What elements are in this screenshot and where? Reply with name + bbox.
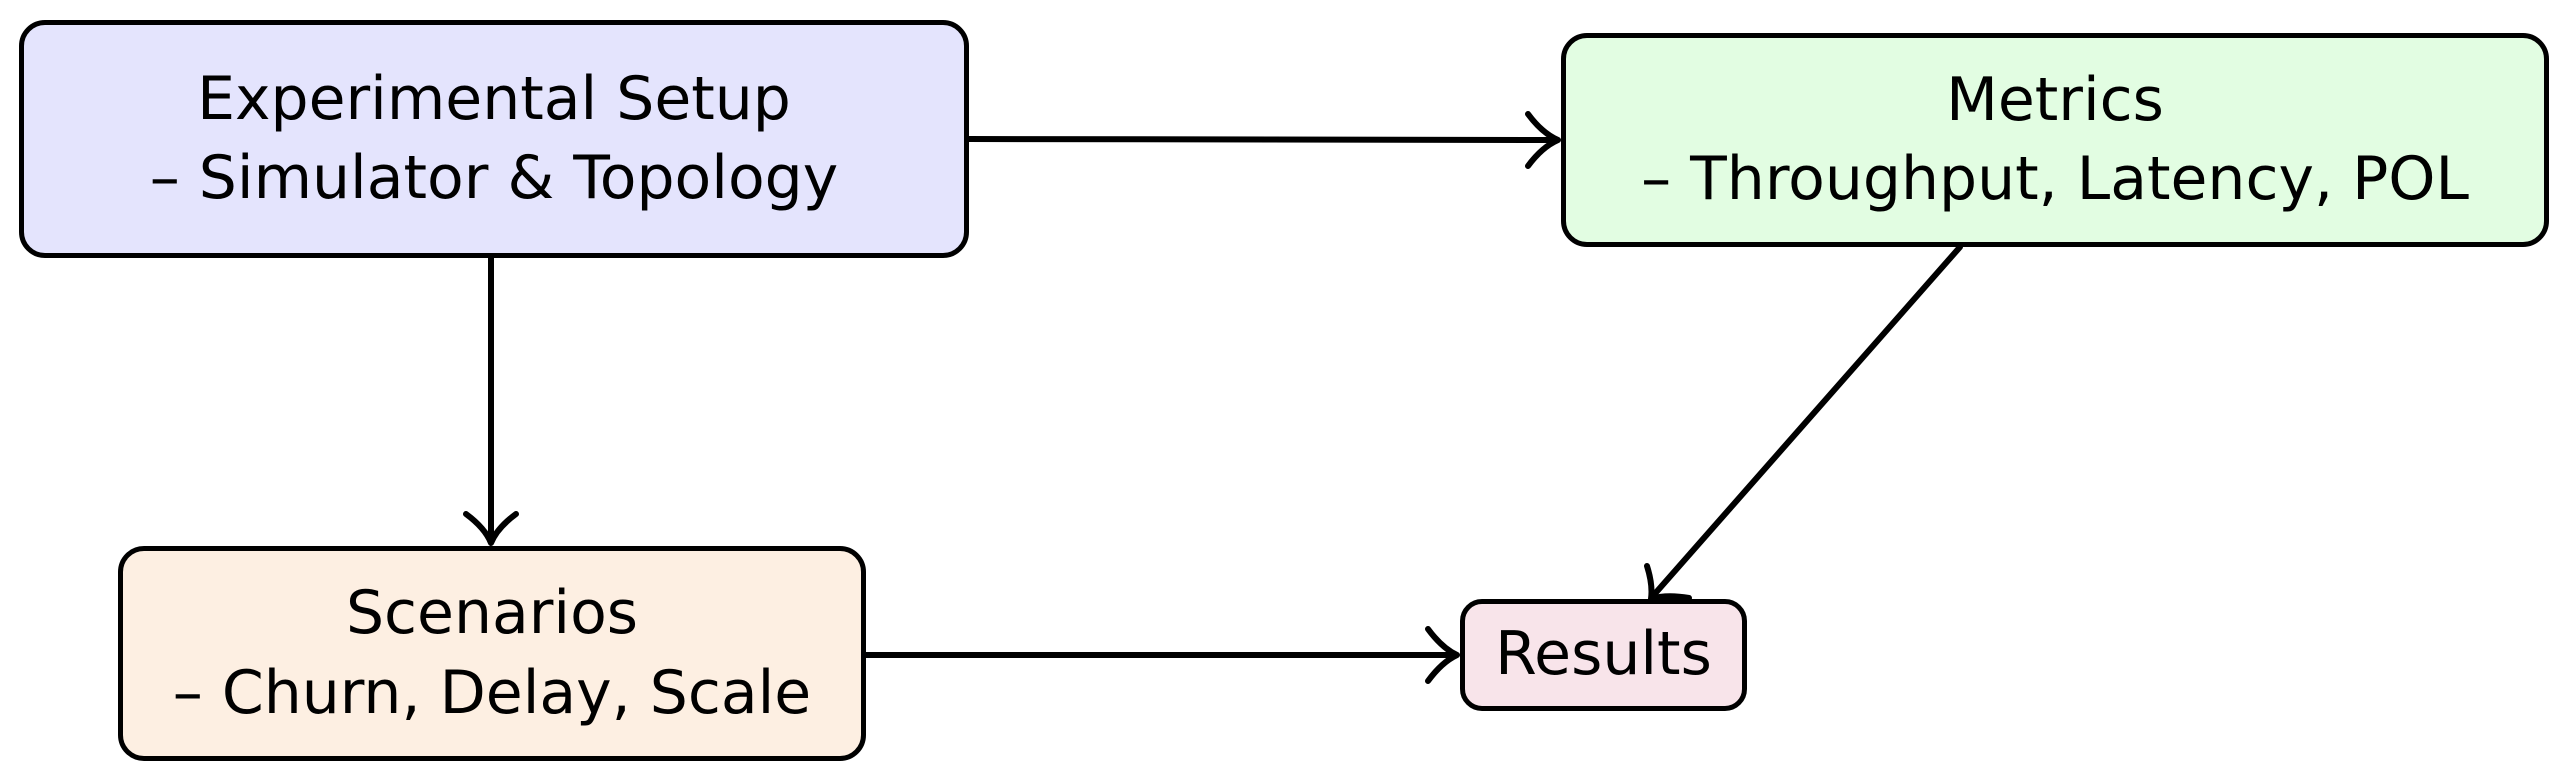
edge-setup-to-metrics — [966, 111, 1561, 169]
node-metrics-title: Metrics — [1946, 64, 2164, 135]
node-results: Results — [1460, 599, 1747, 711]
node-results-title: Results — [1495, 619, 1712, 690]
node-scenarios: Scenarios – Churn, Delay, Scale — [118, 546, 866, 761]
node-scenarios-subtitle: – Churn, Delay, Scale — [172, 657, 812, 728]
node-experimental-setup-title: Experimental Setup — [197, 63, 791, 134]
node-experimental-setup-subtitle: – Simulator & Topology — [149, 143, 839, 213]
node-metrics-subtitle: – Throughput, Latency, POL — [1641, 144, 2469, 214]
node-metrics: Metrics – Throughput, Latency, POL — [1561, 33, 2549, 247]
edge-scenarios-to-results — [863, 626, 1460, 684]
node-scenarios-title: Scenarios — [345, 578, 639, 649]
node-experimental-setup: Experimental Setup – Simulator & Topolog… — [19, 20, 969, 258]
edge-metrics-to-results — [1644, 244, 1963, 602]
edge-setup-to-scenarios — [463, 255, 519, 546]
